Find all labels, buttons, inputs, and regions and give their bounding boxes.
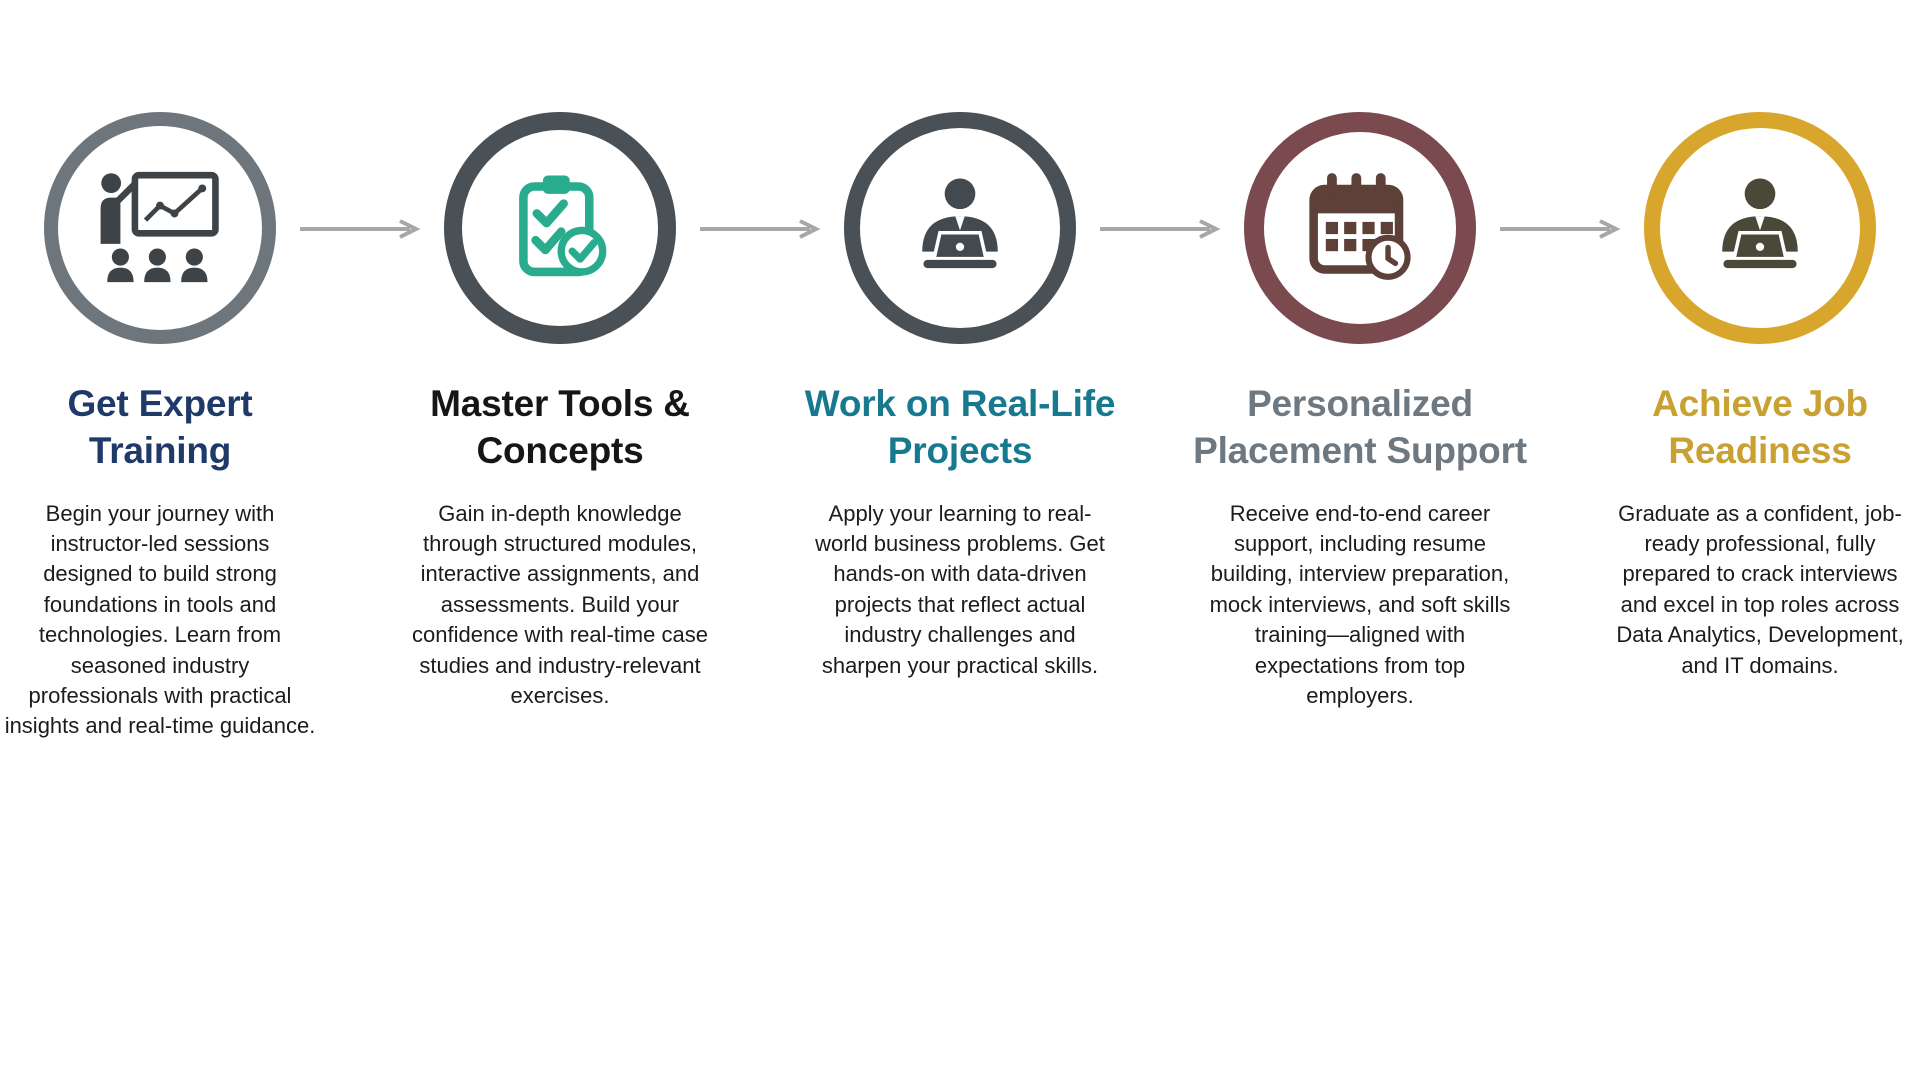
step-personalized-placement-support: Personalized Placement Support Receive e…	[1193, 112, 1527, 711]
clipboard-check-icon	[519, 175, 607, 277]
step-3-description: Apply your learning to real-world busine…	[815, 500, 1105, 678]
step-2-circle	[444, 112, 676, 344]
step-3-title: Work on Real-Life Projects	[804, 383, 1116, 472]
step-4-description: Receive end-to-end career support, inclu…	[1209, 500, 1511, 708]
step-achieve-job-readiness: Achieve Job Readiness Graduate as a conf…	[1600, 112, 1920, 681]
step-3-circle	[844, 112, 1076, 344]
arrow-icon	[700, 219, 821, 239]
step-get-expert-training: Get Expert Training Begin your journey w…	[0, 112, 320, 742]
process-steps-row: Get Expert Training Begin your journey w…	[0, 112, 1920, 742]
person-laptop-icon	[1722, 178, 1798, 269]
step-4-circle	[1244, 112, 1476, 344]
step-master-tools-concepts: Master Tools & Concepts Gain in-depth kn…	[400, 112, 720, 711]
step-2-title: Master Tools & Concepts	[430, 383, 690, 472]
step-2-description: Gain in-depth knowledge through structur…	[412, 500, 708, 708]
step-work-real-life-projects: Work on Real-Life Projects Apply your le…	[800, 112, 1120, 681]
step-5-title: Achieve Job Readiness	[1652, 383, 1868, 472]
step-5-description: Graduate as a confident, job-ready profe…	[1616, 500, 1904, 678]
step-1-description: Begin your journey with instructor-led s…	[4, 500, 316, 739]
presenter-chart-icon	[100, 171, 219, 283]
arrow-icon	[1500, 219, 1621, 239]
arrow-icon	[1100, 219, 1221, 239]
step-1-title: Get Expert Training	[67, 383, 253, 472]
step-4-title: Personalized Placement Support	[1193, 383, 1527, 472]
calendar-clock-icon	[1309, 173, 1411, 280]
step-5-circle	[1644, 112, 1876, 344]
step-1-circle	[44, 112, 276, 344]
arrow-icon	[300, 219, 421, 239]
person-laptop-icon	[922, 178, 998, 269]
